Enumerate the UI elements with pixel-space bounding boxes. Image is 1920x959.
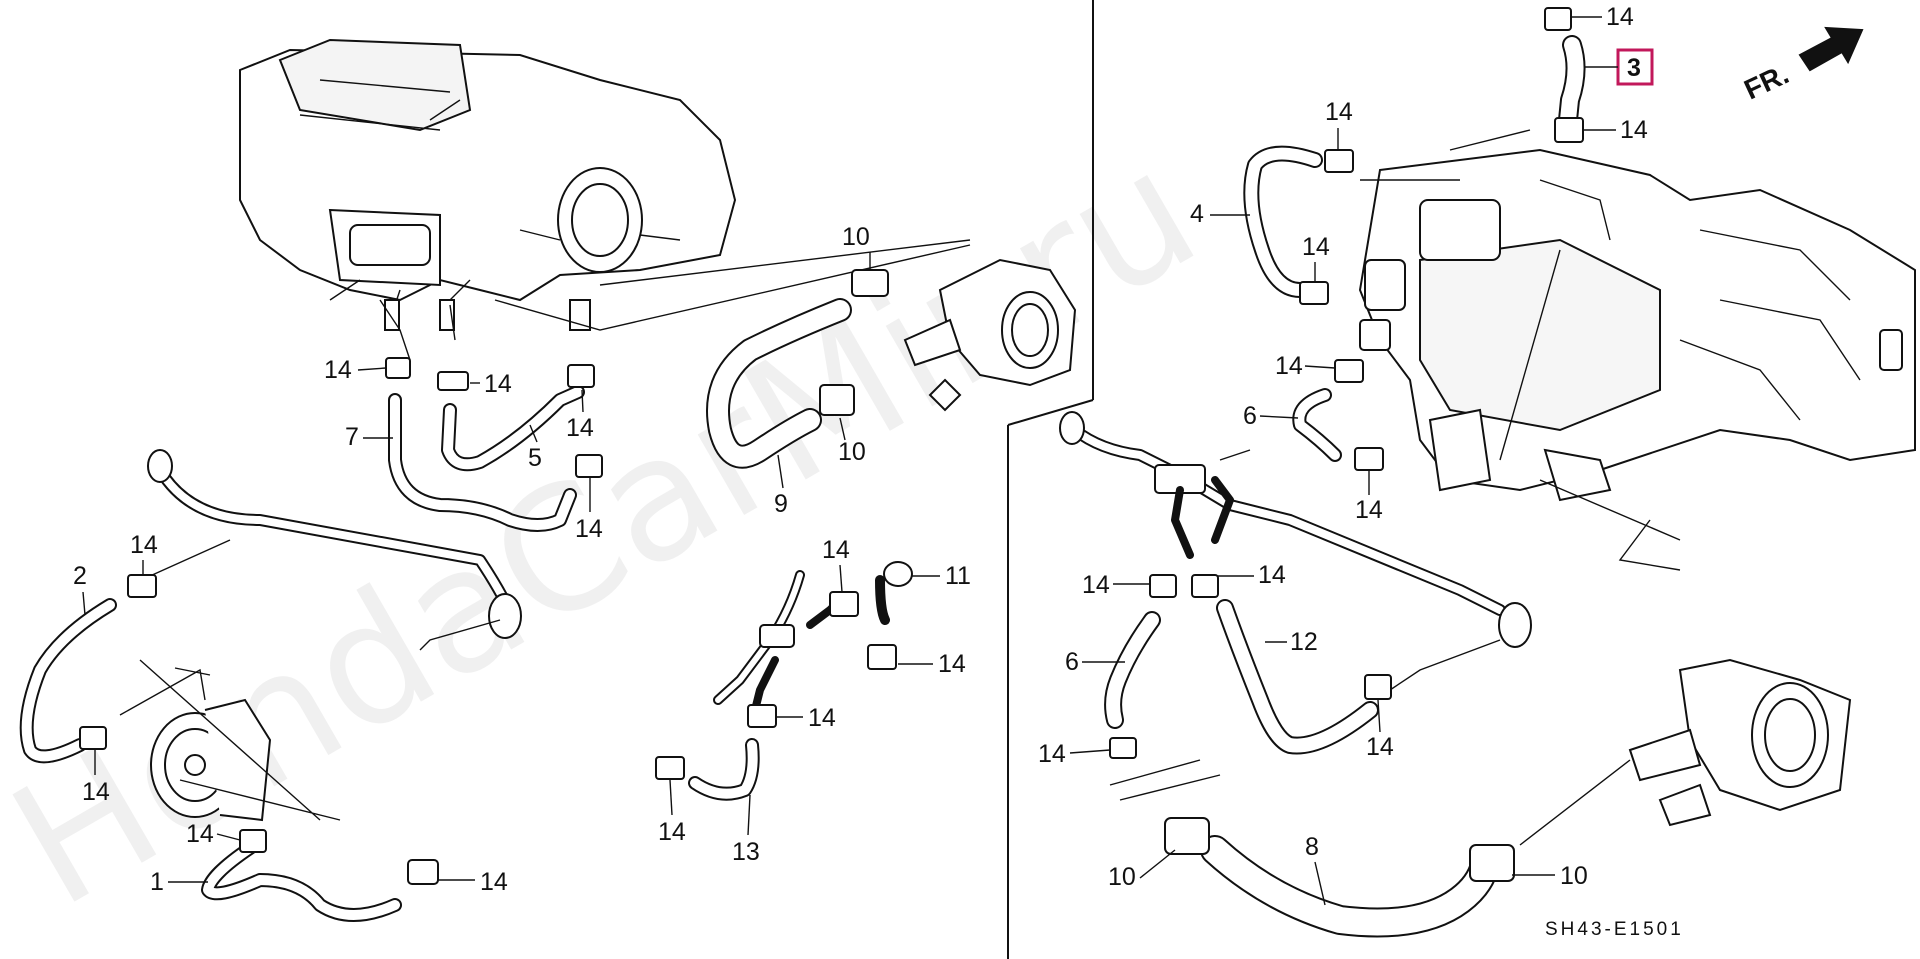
part-label-2: 2 (73, 562, 87, 590)
hose-2 (19, 598, 117, 764)
part-label-14: 14 (186, 820, 214, 848)
hose-clamp (655, 591, 897, 780)
part-label-13: 13 (732, 838, 760, 866)
part-label-7: 7 (345, 423, 359, 451)
part-label-14: 14 (1038, 740, 1066, 768)
part-label-14: 14 (1620, 116, 1648, 144)
part-label-14: 14 (575, 515, 603, 543)
oil-cooler (119, 659, 341, 822)
intake-manifold-left (239, 38, 971, 361)
part-label-10: 10 (1108, 863, 1136, 891)
hose-8 (1200, 835, 1500, 938)
part-3-highlight-box[interactable]: 3 (1616, 48, 1654, 86)
part-label-14: 14 (1355, 496, 1383, 524)
thermostat-housing-right (1109, 658, 1852, 846)
part-label-12: 12 (1290, 628, 1318, 656)
part-label-5: 5 (528, 444, 542, 472)
section-divider (1007, 0, 1094, 959)
part-label-14: 14 (480, 868, 508, 896)
hose-clamp (819, 269, 889, 416)
part-label-14: 14 (1606, 3, 1634, 31)
thermostat-housing-left (903, 258, 1077, 412)
part-label-14: 14 (484, 370, 512, 398)
hose-clamp (385, 357, 603, 478)
part-labels: 14 14 7 5 14 14 2 14 14 14 1 14 10 10 9 … (73, 3, 1648, 906)
water-pipe-right (1059, 411, 1532, 691)
front-direction-arrow: FR. (1739, 26, 1864, 105)
part-label-6: 6 (1243, 402, 1257, 430)
hose-7 (388, 393, 577, 532)
part-label-10: 10 (838, 438, 866, 466)
part-label-14: 14 (566, 414, 594, 442)
part-label-14: 14 (1302, 233, 1330, 261)
part-label-11: 11 (945, 562, 971, 590)
part-label-14: 14 (822, 536, 850, 564)
part-label-8: 8 (1305, 833, 1319, 861)
hose-11 (875, 561, 913, 625)
hose-clamp (239, 829, 439, 885)
part-label-10: 10 (1560, 862, 1588, 890)
part-label-6: 6 (1065, 648, 1079, 676)
part-label-14: 14 (1366, 733, 1394, 761)
part-label-9: 9 (774, 490, 788, 518)
part-label-14: 14 (82, 778, 110, 806)
part-label-3: 3 (1627, 54, 1641, 82)
part-label-14: 14 (1082, 571, 1110, 599)
part-label-10: 10 (842, 223, 870, 251)
part-label-14: 14 (130, 531, 158, 559)
hose-clamp (1164, 817, 1515, 882)
hose-3 (1558, 35, 1586, 130)
part-label-4: 4 (1190, 200, 1204, 228)
part-label-1: 1 (150, 868, 164, 896)
hose-4 (1243, 145, 1323, 298)
part-label-14: 14 (1325, 98, 1353, 126)
hose-clamp (1299, 149, 1384, 471)
part-label-14: 14 (1275, 352, 1303, 380)
hose-6-upper (1292, 388, 1342, 462)
hose-13 (688, 738, 760, 801)
part-label-14: 14 (658, 818, 686, 846)
part-label-14: 14 (1258, 561, 1286, 589)
hose-clamp (79, 574, 157, 750)
hose-12 (1216, 599, 1379, 755)
part-label-14: 14 (808, 704, 836, 732)
hose-1 (201, 841, 402, 922)
part-label-14: 14 (324, 356, 352, 384)
intake-manifold-right (1358, 129, 1916, 571)
hose-6-lower (1104, 611, 1161, 729)
hose-9 (706, 298, 852, 469)
front-label: FR. (1739, 58, 1793, 105)
t-joint-pipes (713, 570, 844, 714)
diagram-code: SH43-E1501 (1545, 919, 1684, 940)
part-label-14: 14 (938, 650, 966, 678)
water-pipe-left (129, 449, 522, 651)
hose-5 (441, 385, 585, 472)
hose-clamp (1109, 574, 1392, 759)
